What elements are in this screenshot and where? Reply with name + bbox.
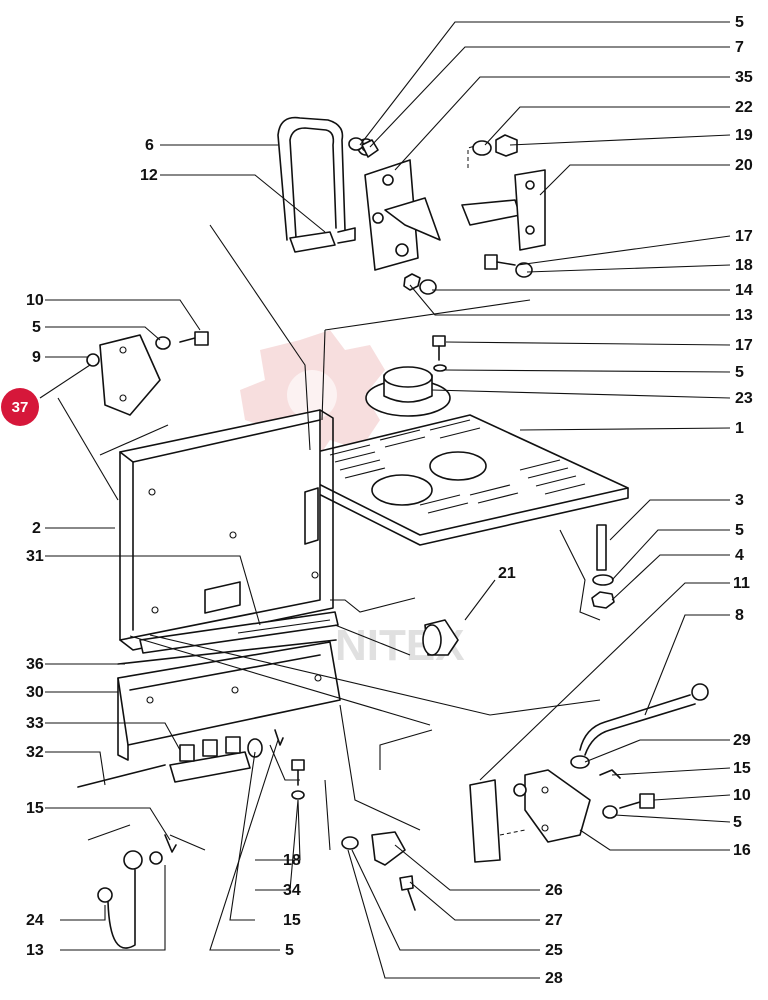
callout-c28: 28 [545,970,563,987]
callout-c2: 2 [32,520,41,537]
callout-c15c: 15 [283,912,301,929]
callout-c36: 36 [26,656,44,673]
callout-c19: 19 [735,127,753,144]
callout-c32: 32 [26,744,44,761]
grille-plate [274,414,629,546]
bolt-10a [155,331,209,350]
main-panel [119,409,334,651]
callout-c5c: 5 [735,522,744,539]
callout-c35: 35 [735,69,753,86]
bolt-17b [432,335,447,372]
washers-top [348,137,379,158]
callout-c18b: 18 [283,852,301,869]
handle-6 [277,116,356,253]
nuts-14 [403,273,437,295]
callout-c13b: 13 [26,942,44,959]
callout-c6: 6 [145,137,154,154]
pin-15b [164,834,177,853]
callout-c27: 27 [545,912,563,929]
callout-c10a: 10 [26,292,44,309]
callout-c26: 26 [545,882,563,899]
rod-8 [570,683,709,779]
callout-c5b: 5 [735,364,744,381]
collar [365,366,451,417]
callout-c33: 33 [26,715,44,732]
callout-c22: 22 [735,99,753,116]
ground-cable [97,850,163,949]
callout-c17a: 17 [735,228,753,245]
callout-c23: 23 [735,390,753,407]
callout-c29: 29 [733,732,751,749]
latch-35 [357,138,441,271]
callout-c30: 30 [26,684,44,701]
callout-c20: 20 [735,157,753,174]
strip-31 [139,611,339,654]
callout-c5a: 5 [735,14,744,31]
callout-c14: 14 [735,282,753,299]
nuts-top [472,134,518,157]
page-badge[interactable]: 37 [1,388,39,426]
callout-c11: 11 [733,575,750,592]
rod-32 [77,764,166,788]
callout-c15a: 15 [733,760,751,777]
callout-c7: 7 [735,39,744,56]
clip-26 [341,831,416,911]
bolt-17a [484,254,533,278]
callout-c5d: 5 [733,814,742,831]
callout-c15b: 15 [26,800,44,817]
callout-c5f: 5 [285,942,294,959]
callout-c9: 9 [32,349,41,366]
callout-c16: 16 [733,842,751,859]
callout-labels: 5 7 35 22 19 20 17 18 14 13 17 5 23 1 3 … [26,14,753,987]
callout-c3: 3 [735,492,744,509]
stud-nut [591,524,615,609]
callout-c24: 24 [26,912,44,929]
washers-center [247,729,305,800]
callout-c10b: 10 [733,787,751,804]
construction-lines [57,224,601,851]
callout-c1: 1 [735,420,744,437]
callout-c31: 31 [26,548,44,565]
callout-c8: 8 [735,607,744,624]
leader-lines [39,21,731,979]
callout-c5e: 5 [32,319,41,336]
callout-c18a: 18 [735,257,753,274]
callout-c4: 4 [735,547,744,564]
callout-c13a: 13 [735,307,753,324]
callout-c34: 34 [283,882,301,899]
bracket-20 [461,142,546,251]
hinge-33 [169,736,251,783]
callout-c12: 12 [140,167,158,184]
bolt-10b [602,793,655,819]
callout-c25: 25 [545,942,563,959]
part-36-rod [117,639,337,665]
bracket-9 [86,334,161,416]
bracket-16 [469,769,591,863]
callout-c17b: 17 [735,337,753,354]
callout-c21: 21 [498,565,516,582]
plug-21 [422,619,459,656]
